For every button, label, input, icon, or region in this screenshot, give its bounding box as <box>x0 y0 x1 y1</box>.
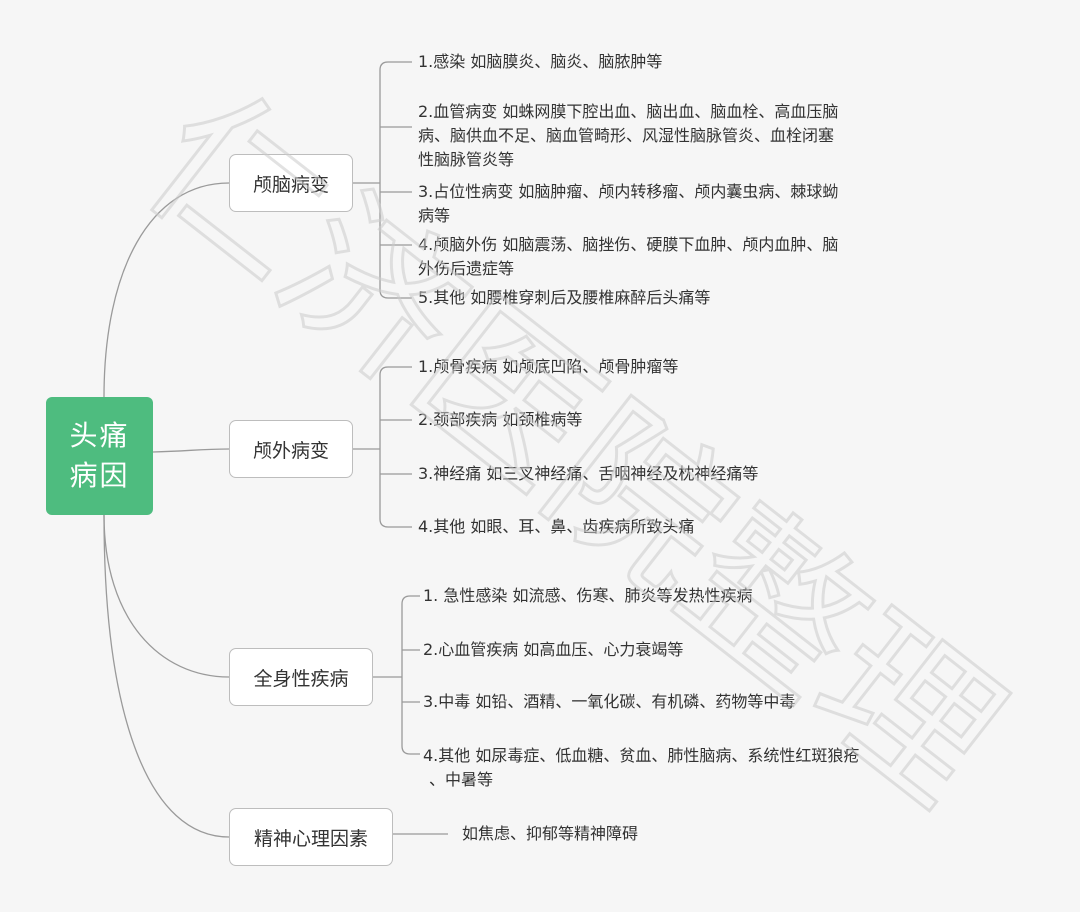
root-label-line2: 病因 <box>69 459 130 492</box>
branch-label: 颅脑病变 <box>252 173 329 196</box>
branch-node-systemic-disease: 全身性疾病 <box>229 648 373 706</box>
branch-label: 颅外病变 <box>252 439 329 462</box>
branch-label: 全身性疾病 <box>253 667 349 690</box>
leaf-other-extracranial: 4.其他 如眼、耳、鼻、齿疾病所致头痛 <box>418 515 694 539</box>
connector-root-branch-3 <box>103 514 230 838</box>
leaf-neck-disease: 2.颈部疾病 如颈椎病等 <box>418 408 582 432</box>
leaf-line: 4.其他 如尿毒症、低血糖、贫血、肺性脑病、系统性红斑狼疮 <box>423 746 860 765</box>
connector-b1-leaf-3 <box>379 518 412 528</box>
connector-b0-leaf-0 <box>379 61 412 71</box>
leaf-space-occupying-lesion: 3.占位性病变 如脑肿瘤、颅内转移瘤、颅内囊虫病、棘球蚴 病等 <box>418 180 838 228</box>
leaf-psychological: 如焦虑、抑郁等精神障碍 <box>462 822 638 846</box>
leaf-line: 3.神经痛 如三叉神经痛、舌咽神经及枕神经痛等 <box>418 464 759 483</box>
leaf-vascular-lesion: 2.血管病变 如蛛网膜下腔出血、脑出血、脑血栓、高血压脑 病、脑供血不足、脑血管… <box>418 100 838 172</box>
connector-root-branch-1 <box>152 448 230 453</box>
leaf-acute-infection: 1. 急性感染 如流感、伤寒、肺炎等发热性疾病 <box>423 584 752 608</box>
leaf-head-trauma: 4.颅脑外伤 如脑震荡、脑挫伤、硬膜下血肿、颅内血肿、脑 外伤后遗症等 <box>418 233 838 281</box>
root-label-line1: 头痛 <box>69 419 130 452</box>
leaf-other-systemic: 4.其他 如尿毒症、低血糖、贫血、肺性脑病、系统性红斑狼疮 、中暑等 <box>423 744 859 792</box>
leaf-line: 1.颅骨疾病 如颅底凹陷、颅骨肿瘤等 <box>418 357 679 376</box>
leaf-line: 2.血管病变 如蛛网膜下腔出血、脑出血、脑血栓、高血压脑 <box>418 102 839 121</box>
leaf-line: 1. 急性感染 如流感、伤寒、肺炎等发热性疾病 <box>423 586 753 605</box>
leaf-line: 5.其他 如腰椎穿刺后及腰椎麻醉后头痛等 <box>418 288 711 307</box>
connector-b0-leaf-4 <box>379 289 412 299</box>
leaf-line: 、中暑等 <box>429 770 494 789</box>
connector-b2-leaf-0 <box>401 595 420 605</box>
leaf-line: 3.占位性病变 如脑肿瘤、颅内转移瘤、颅内囊虫病、棘球蚴 <box>418 182 839 201</box>
leaf-other-cranial: 5.其他 如腰椎穿刺后及腰椎麻醉后头痛等 <box>418 286 710 310</box>
leaf-line: 外伤后遗症等 <box>418 259 515 278</box>
branch-label: 精神心理因素 <box>253 827 368 850</box>
branch-node-psychological-factors: 精神心理因素 <box>229 808 393 866</box>
leaf-line: 2.颈部疾病 如颈椎病等 <box>418 410 583 429</box>
leaf-line: 病等 <box>418 206 451 225</box>
leaf-line: 2.心血管疾病 如高血压、心力衰竭等 <box>423 640 684 659</box>
leaf-line: 4.颅脑外伤 如脑震荡、脑挫伤、硬膜下血肿、颅内血肿、脑 <box>418 235 839 254</box>
branch-node-extracranial-lesion: 颅外病变 <box>229 420 353 478</box>
branch-node-cranial-lesion: 颅脑病变 <box>229 154 353 212</box>
leaf-line: 性脑脉管炎等 <box>418 150 515 169</box>
connector-root-branch-2 <box>103 514 230 678</box>
connector-root-branch-0 <box>103 182 230 398</box>
leaf-poisoning: 3.中毒 如铅、酒精、一氧化碳、有机磷、药物等中毒 <box>423 690 795 714</box>
leaf-infection: 1.感染 如脑膜炎、脑炎、脑脓肿等 <box>418 50 662 74</box>
leaf-line: 病、脑供血不足、脑血管畸形、风湿性脑脉管炎、血栓闭塞 <box>418 126 835 145</box>
leaf-cardiovascular: 2.心血管疾病 如高血压、心力衰竭等 <box>423 638 683 662</box>
leaf-line: 4.其他 如眼、耳、鼻、齿疾病所致头痛 <box>418 517 695 536</box>
connector-b1-leaf-0 <box>379 366 412 376</box>
leaf-neuralgia: 3.神经痛 如三叉神经痛、舌咽神经及枕神经痛等 <box>418 462 758 486</box>
leaf-skull-disease: 1.颅骨疾病 如颅底凹陷、颅骨肿瘤等 <box>418 355 678 379</box>
leaf-line: 如焦虑、抑郁等精神障碍 <box>462 824 639 843</box>
root-node: 头痛 病因 <box>46 397 153 515</box>
leaf-line: 1.感染 如脑膜炎、脑炎、脑脓肿等 <box>418 52 663 71</box>
leaf-line: 3.中毒 如铅、酒精、一氧化碳、有机磷、药物等中毒 <box>423 692 796 711</box>
connector-b2-leaf-3 <box>401 745 420 755</box>
